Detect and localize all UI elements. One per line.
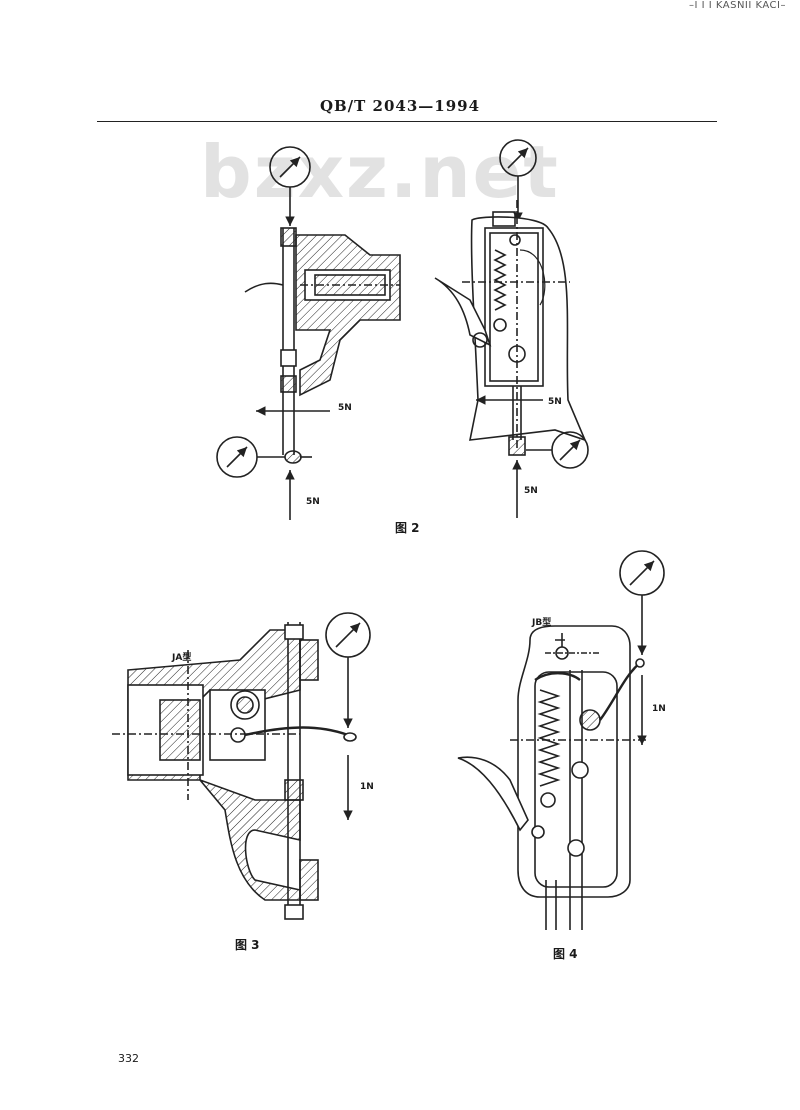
fig2-right-horizontal-force-label: 5N — [548, 397, 562, 407]
figure2-caption: 图 2 — [395, 521, 420, 535]
figure2-left-drawing — [216, 146, 401, 520]
fig4-force-label: 1N — [652, 704, 666, 714]
fig2-left-vertical-force-label: 5N — [306, 497, 320, 507]
figure4-drawing — [457, 550, 665, 930]
standard-code-header: QB/T 2043—1994 — [319, 97, 481, 115]
figure3-drawing — [112, 612, 371, 920]
fig4-type-label: JB型 — [532, 618, 552, 628]
page-number: 332 — [118, 1052, 139, 1065]
watermark: bzxz.net — [200, 130, 560, 214]
fig3-force-label: 1N — [360, 782, 374, 792]
figure4-caption: 图 4 — [553, 947, 578, 961]
corner-mark: –I I I KASNII KACI– — [689, 0, 786, 11]
figure3-caption: 图 3 — [235, 938, 260, 952]
header-rule — [97, 121, 717, 122]
fig3-type-label: JA型 — [172, 653, 192, 663]
fig2-left-horizontal-force-label: 5N — [338, 403, 352, 413]
figure2-right-drawing — [434, 139, 589, 518]
fig2-right-vertical-force-label: 5N — [524, 486, 538, 496]
